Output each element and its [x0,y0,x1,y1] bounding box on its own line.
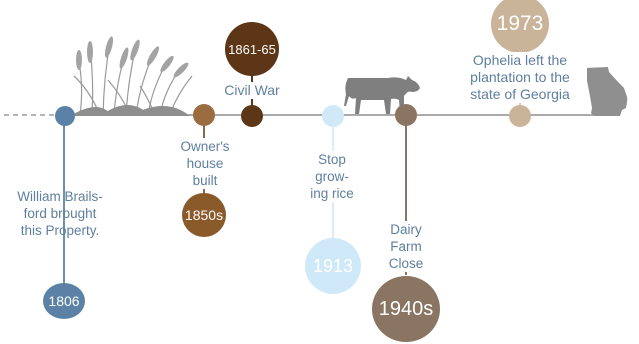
node-1861-65 [241,105,263,127]
label-1973: Ophelia left the plantation to the state… [453,52,587,103]
georgia-state-icon [585,67,628,116]
node-1850s [193,104,215,126]
stem-1940s [405,115,407,275]
label-1850s: Owner's house built [156,138,254,189]
label-civil-war: Civil War [212,82,292,99]
year-circle-1806: 1806 [43,283,85,319]
node-1806 [55,106,75,126]
year-circle-1861-65: 1861-65 [225,22,279,76]
node-1940s [395,104,417,126]
year-circle-1913: 1913 [305,238,361,294]
year-circle-1973: 1973 [491,0,549,53]
stem-1806 [63,115,65,285]
year-circle-1850s: 1850s [182,193,226,237]
label-1913: Stop grow- ing rice [292,151,372,202]
node-1913 [322,105,344,127]
label-1940s: Dairy Farm Close [368,221,444,272]
year-circle-1940s: 1940s [372,276,440,342]
label-1806: William Brails- ford brought this Proper… [17,189,103,238]
node-1973 [509,105,531,127]
wheat-grass-icon [70,36,193,116]
